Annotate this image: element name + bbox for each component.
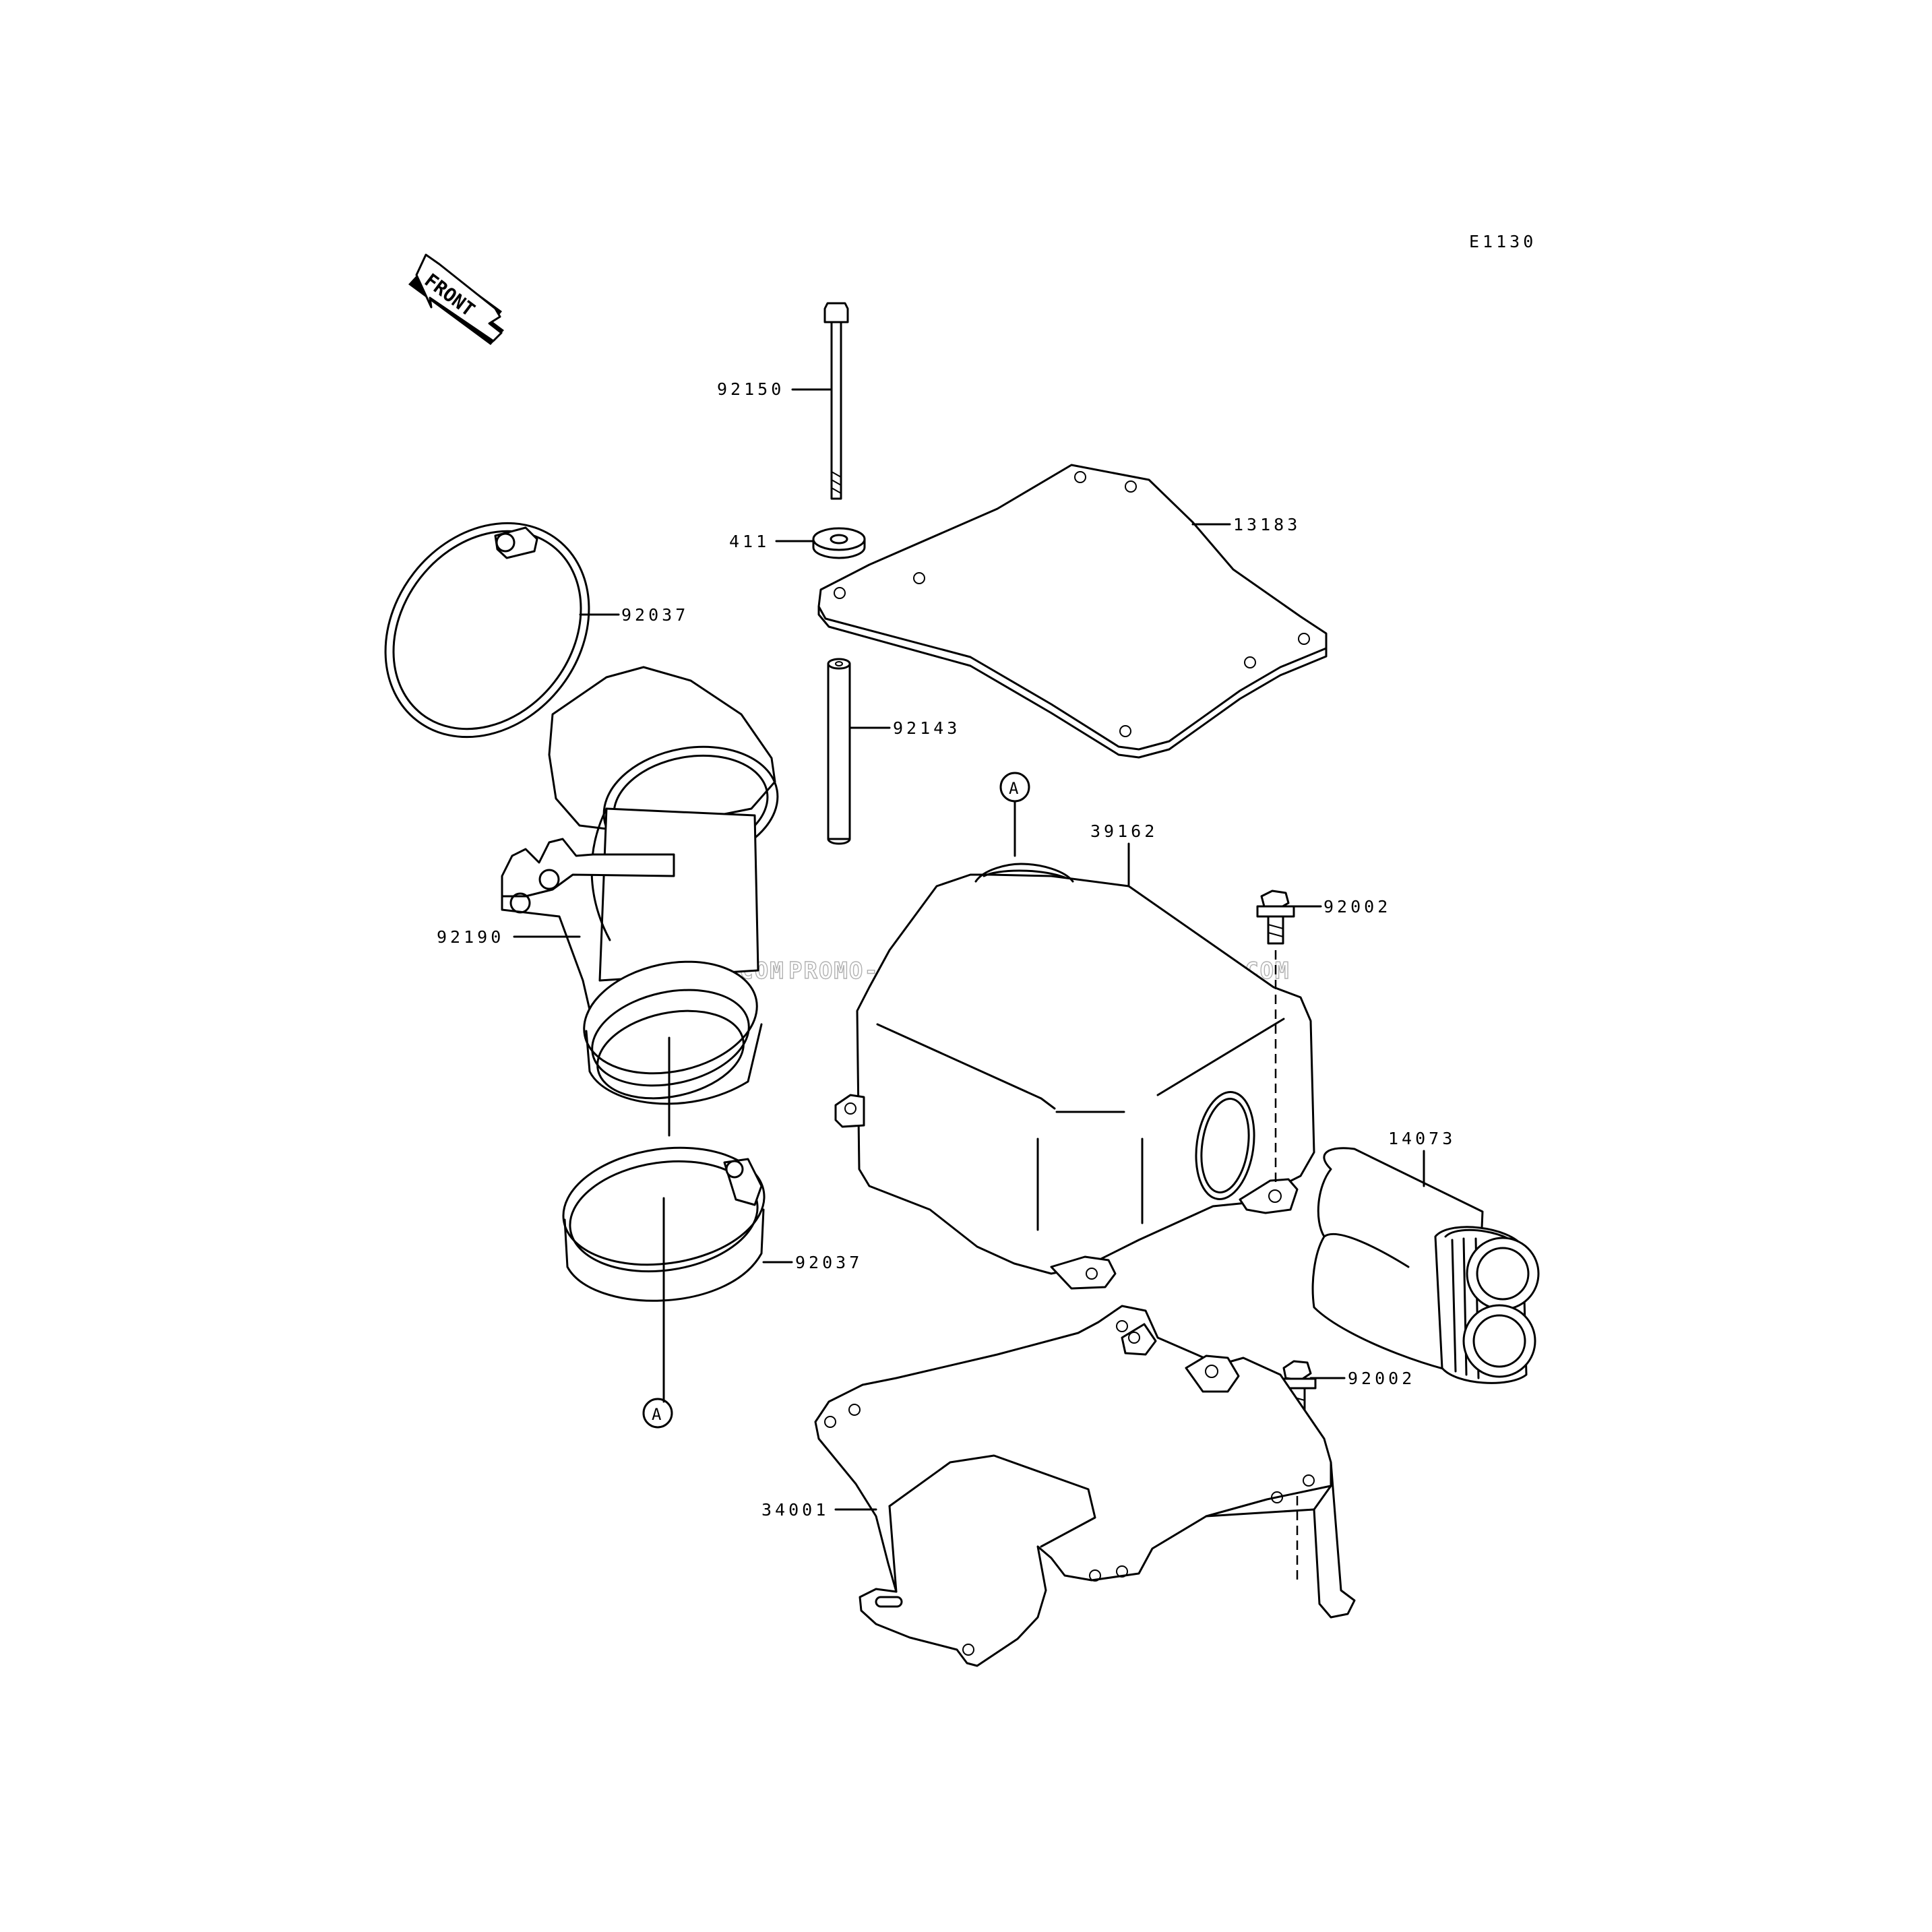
part-92037-clamp-lower[interactable]: 92037 <box>556 1135 863 1403</box>
label-92002-upper: 92002 <box>1323 897 1391 916</box>
callout-a-upper-label: A <box>1009 779 1019 798</box>
part-14073-arrestor[interactable]: 14073 <box>1311 1129 1540 1384</box>
part-39162-airbox[interactable]: 39162 <box>834 821 1315 1290</box>
callout-a-lower-label: A <box>652 1405 662 1424</box>
part-34001-bracket[interactable]: 34001 <box>761 1305 1356 1667</box>
part-13183-plate[interactable]: 13183 <box>817 464 1328 759</box>
label-92002-lower: 92002 <box>1348 1369 1415 1388</box>
part-92190-duct[interactable]: 92190 <box>437 666 787 1137</box>
part-92037-clamp-upper[interactable]: 92037 <box>344 482 689 778</box>
label-92143: 92143 <box>893 718 960 738</box>
callout-a-lower: A <box>642 1398 673 1429</box>
label-39162: 39162 <box>1090 821 1158 841</box>
front-arrow-icon: FRONT <box>408 253 504 345</box>
callout-a-upper: A <box>999 772 1030 857</box>
label-411: 411 <box>729 532 770 551</box>
label-14073: 14073 <box>1388 1129 1456 1148</box>
label-34001: 34001 <box>761 1500 829 1520</box>
label-13183: 13183 <box>1233 515 1301 534</box>
part-92143-spacer[interactable]: 92143 <box>827 658 960 845</box>
diagram-code: E1130 <box>1469 232 1536 251</box>
part-92150-bolt[interactable]: 92150 <box>717 302 849 500</box>
part-92002-bolt-upper[interactable]: 92002 <box>1256 890 1391 1186</box>
label-92190: 92190 <box>437 927 504 947</box>
label-92037-upper: 92037 <box>621 605 689 625</box>
label-92037-lower: 92037 <box>795 1253 863 1272</box>
part-411-washer[interactable]: 411 <box>729 527 866 559</box>
label-92150: 92150 <box>717 379 784 399</box>
